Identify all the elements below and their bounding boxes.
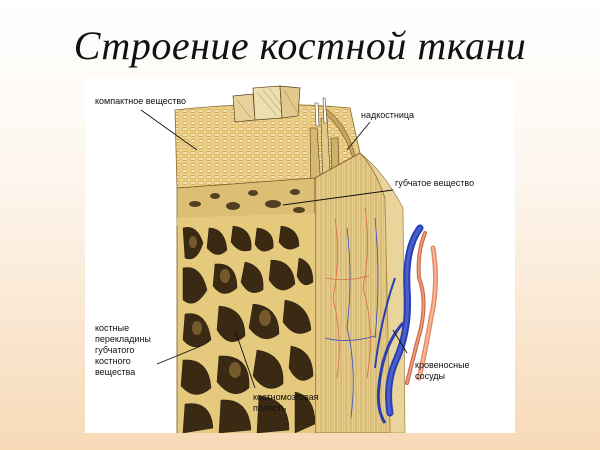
- label-spongy-substance: губчатое вещество: [395, 178, 475, 188]
- spongy-bone: [177, 213, 315, 433]
- diagram-panel: компактное вещество надкостница губчатое…: [85, 78, 515, 433]
- bone-tissue-diagram: [140, 85, 439, 433]
- label-blood-vessels: кровеносные сосуды: [415, 360, 470, 381]
- label-bone-trabeculae: костные перекладины губчатого костного в…: [95, 323, 151, 377]
- label-compact-substance: компактное вещество: [95, 96, 187, 106]
- lamella-blocks: [232, 85, 301, 123]
- label-marrow-cavity: костномозговая полость: [253, 392, 319, 413]
- label-periosteum: надкостница: [361, 110, 415, 120]
- page-title: Строение костной ткани: [73, 23, 527, 68]
- leader-lines: [140, 109, 408, 389]
- vessel-network: [324, 207, 379, 419]
- blood-vessels: [374, 224, 439, 424]
